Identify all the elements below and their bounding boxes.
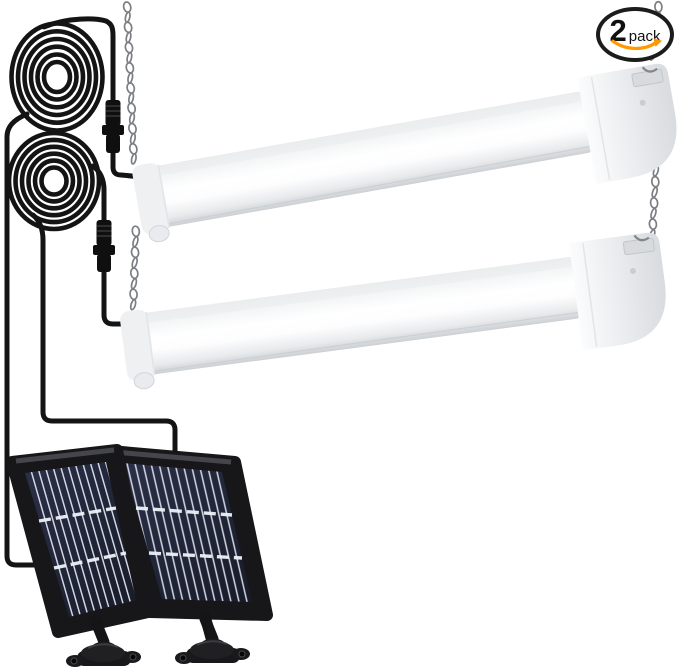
pack-badge-text: 2 pack bbox=[610, 15, 661, 46]
cable-connector-1 bbox=[102, 100, 124, 153]
chain-link bbox=[127, 72, 134, 84]
chain-link bbox=[125, 31, 132, 44]
chain-link bbox=[132, 235, 139, 248]
cable-coil-1 bbox=[9, 21, 105, 133]
chain-link bbox=[130, 153, 137, 165]
chain-link bbox=[129, 298, 137, 311]
hanging-chain-top-left bbox=[122, 1, 138, 165]
hanging-chain-mid-left bbox=[129, 225, 141, 311]
chain-link bbox=[128, 142, 138, 155]
led-shop-light-2 bbox=[116, 230, 674, 411]
led-shop-light-1 bbox=[128, 60, 679, 265]
chain-link bbox=[126, 82, 136, 94]
coil1-to-connector-cable bbox=[41, 16, 116, 105]
coil2-to-connector-cable bbox=[90, 163, 107, 225]
coil1-to-panel1-cable bbox=[4, 111, 47, 568]
chain-link bbox=[123, 21, 133, 34]
chain-link bbox=[129, 132, 137, 145]
chain-link bbox=[130, 246, 140, 259]
pack-badge: 2 pack bbox=[596, 7, 674, 62]
chain-link bbox=[128, 112, 136, 125]
chain-link bbox=[124, 41, 134, 54]
chain-link bbox=[650, 175, 660, 188]
chain-link bbox=[651, 186, 659, 199]
solar-panel-2 bbox=[104, 445, 273, 621]
chain-link bbox=[129, 267, 139, 280]
chain-link bbox=[125, 61, 135, 74]
connector1-to-light1-cable bbox=[110, 147, 145, 180]
chain-link bbox=[128, 92, 135, 105]
chain-link bbox=[131, 225, 141, 238]
chain-link bbox=[130, 277, 138, 290]
wiring bbox=[4, 16, 178, 568]
chain-link bbox=[127, 102, 137, 115]
cable-coil-2 bbox=[6, 130, 102, 232]
solar-panel-1 bbox=[6, 444, 154, 638]
chain-link bbox=[129, 288, 138, 301]
chain-link bbox=[649, 196, 659, 209]
chain-link bbox=[122, 1, 132, 13]
cable-connector-2 bbox=[93, 220, 115, 272]
chain-link bbox=[128, 122, 137, 135]
chain-link bbox=[650, 207, 657, 220]
chain-link bbox=[131, 256, 138, 269]
chain-link bbox=[124, 11, 131, 24]
badge-label: pack bbox=[628, 27, 661, 45]
panel-mount-2 bbox=[175, 610, 250, 664]
chain-link bbox=[648, 218, 658, 231]
connector2-to-light2-cable bbox=[101, 265, 137, 327]
chain-link bbox=[126, 51, 133, 64]
amazon-smile-arrow-icon bbox=[611, 38, 663, 51]
coil2-to-panel2-cable bbox=[30, 212, 178, 464]
badge-count: 2 bbox=[609, 12, 627, 48]
